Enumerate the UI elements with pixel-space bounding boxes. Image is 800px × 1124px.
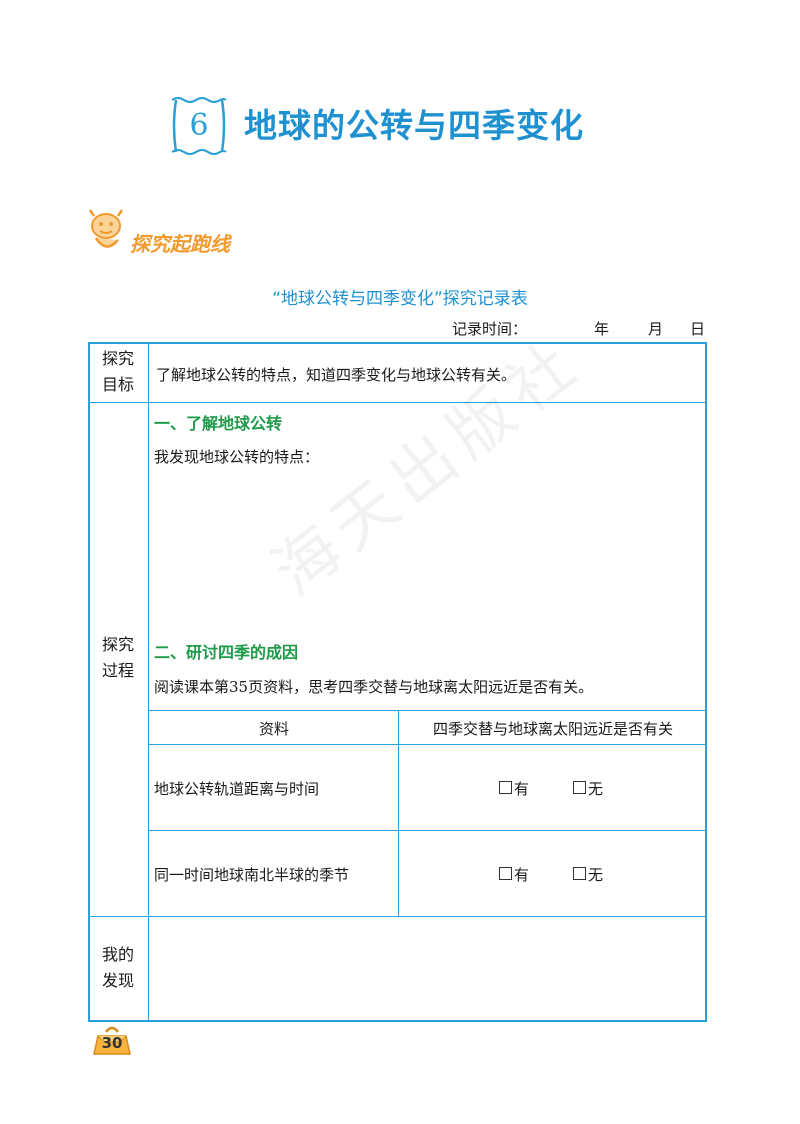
- lesson-number: 6: [189, 108, 209, 143]
- findings-answer-area[interactable]: [154, 922, 702, 1016]
- table-title: “地球公转与四季变化”探究记录表: [272, 289, 528, 309]
- lesson-title: 地球的公转与四季变化: [244, 106, 584, 145]
- subtable-header-line: [148, 744, 706, 745]
- row-2-no-checkbox[interactable]: [573, 867, 586, 880]
- process-label: 探究 过程: [101, 635, 134, 680]
- findings-label: 我的 发现: [101, 945, 134, 990]
- row-divider-process: [89, 916, 706, 917]
- row-2-yes-label: 有: [514, 866, 530, 884]
- record-time-row: 记录时间： 年 月 日: [452, 318, 712, 338]
- record-month: 月: [648, 320, 664, 338]
- subtable-row-2-material: 同一时间地球南北半球的季节: [154, 866, 350, 884]
- goal-label: 探究 目标: [101, 349, 134, 394]
- row-1-yes-label: 有: [514, 780, 530, 798]
- subtable-row-line: [148, 830, 706, 831]
- goal-text: 了解地球公转的特点，知道四季变化与地球公转有关。: [156, 366, 517, 384]
- row-2-yes-checkbox[interactable]: [499, 867, 512, 880]
- page-number: 30: [101, 1034, 123, 1052]
- row-divider-goal: [89, 402, 706, 403]
- page-tag-icon: [93, 1026, 131, 1055]
- subtable-top-line: [148, 710, 706, 711]
- part1-prompt: 我发现地球公转的特点：: [154, 448, 320, 466]
- subtable-row-1-material: 地球公转轨道距离与时间: [154, 780, 320, 798]
- part2-prompt: 阅读课本第35页资料，思考四季交替与地球离太阳远近是否有关。: [154, 678, 594, 696]
- row-1-no-checkbox[interactable]: [573, 781, 586, 794]
- row-2-no-label: 无: [588, 866, 604, 884]
- mascot-icon: [88, 209, 124, 248]
- lesson-badge-frame-icon: [171, 97, 227, 155]
- part2-heading: 二、研讨四季的成因: [154, 643, 299, 662]
- row-1-no-label: 无: [588, 780, 604, 798]
- part1-heading: 一、了解地球公转: [154, 414, 283, 433]
- subtable-column-divider: [398, 710, 399, 916]
- label-column-divider: [148, 343, 149, 1020]
- subtable-header-material: 资料: [258, 720, 289, 738]
- subtable-header-relation: 四季交替与地球离太阳远近是否有关: [432, 720, 673, 738]
- section-label: 探究起跑线: [130, 232, 230, 256]
- record-day: 日: [690, 320, 706, 338]
- record-year: 年: [594, 320, 610, 338]
- record-time-label: 记录时间：: [452, 320, 528, 338]
- record-table: [88, 342, 707, 1022]
- row-1-yes-checkbox[interactable]: [499, 781, 512, 794]
